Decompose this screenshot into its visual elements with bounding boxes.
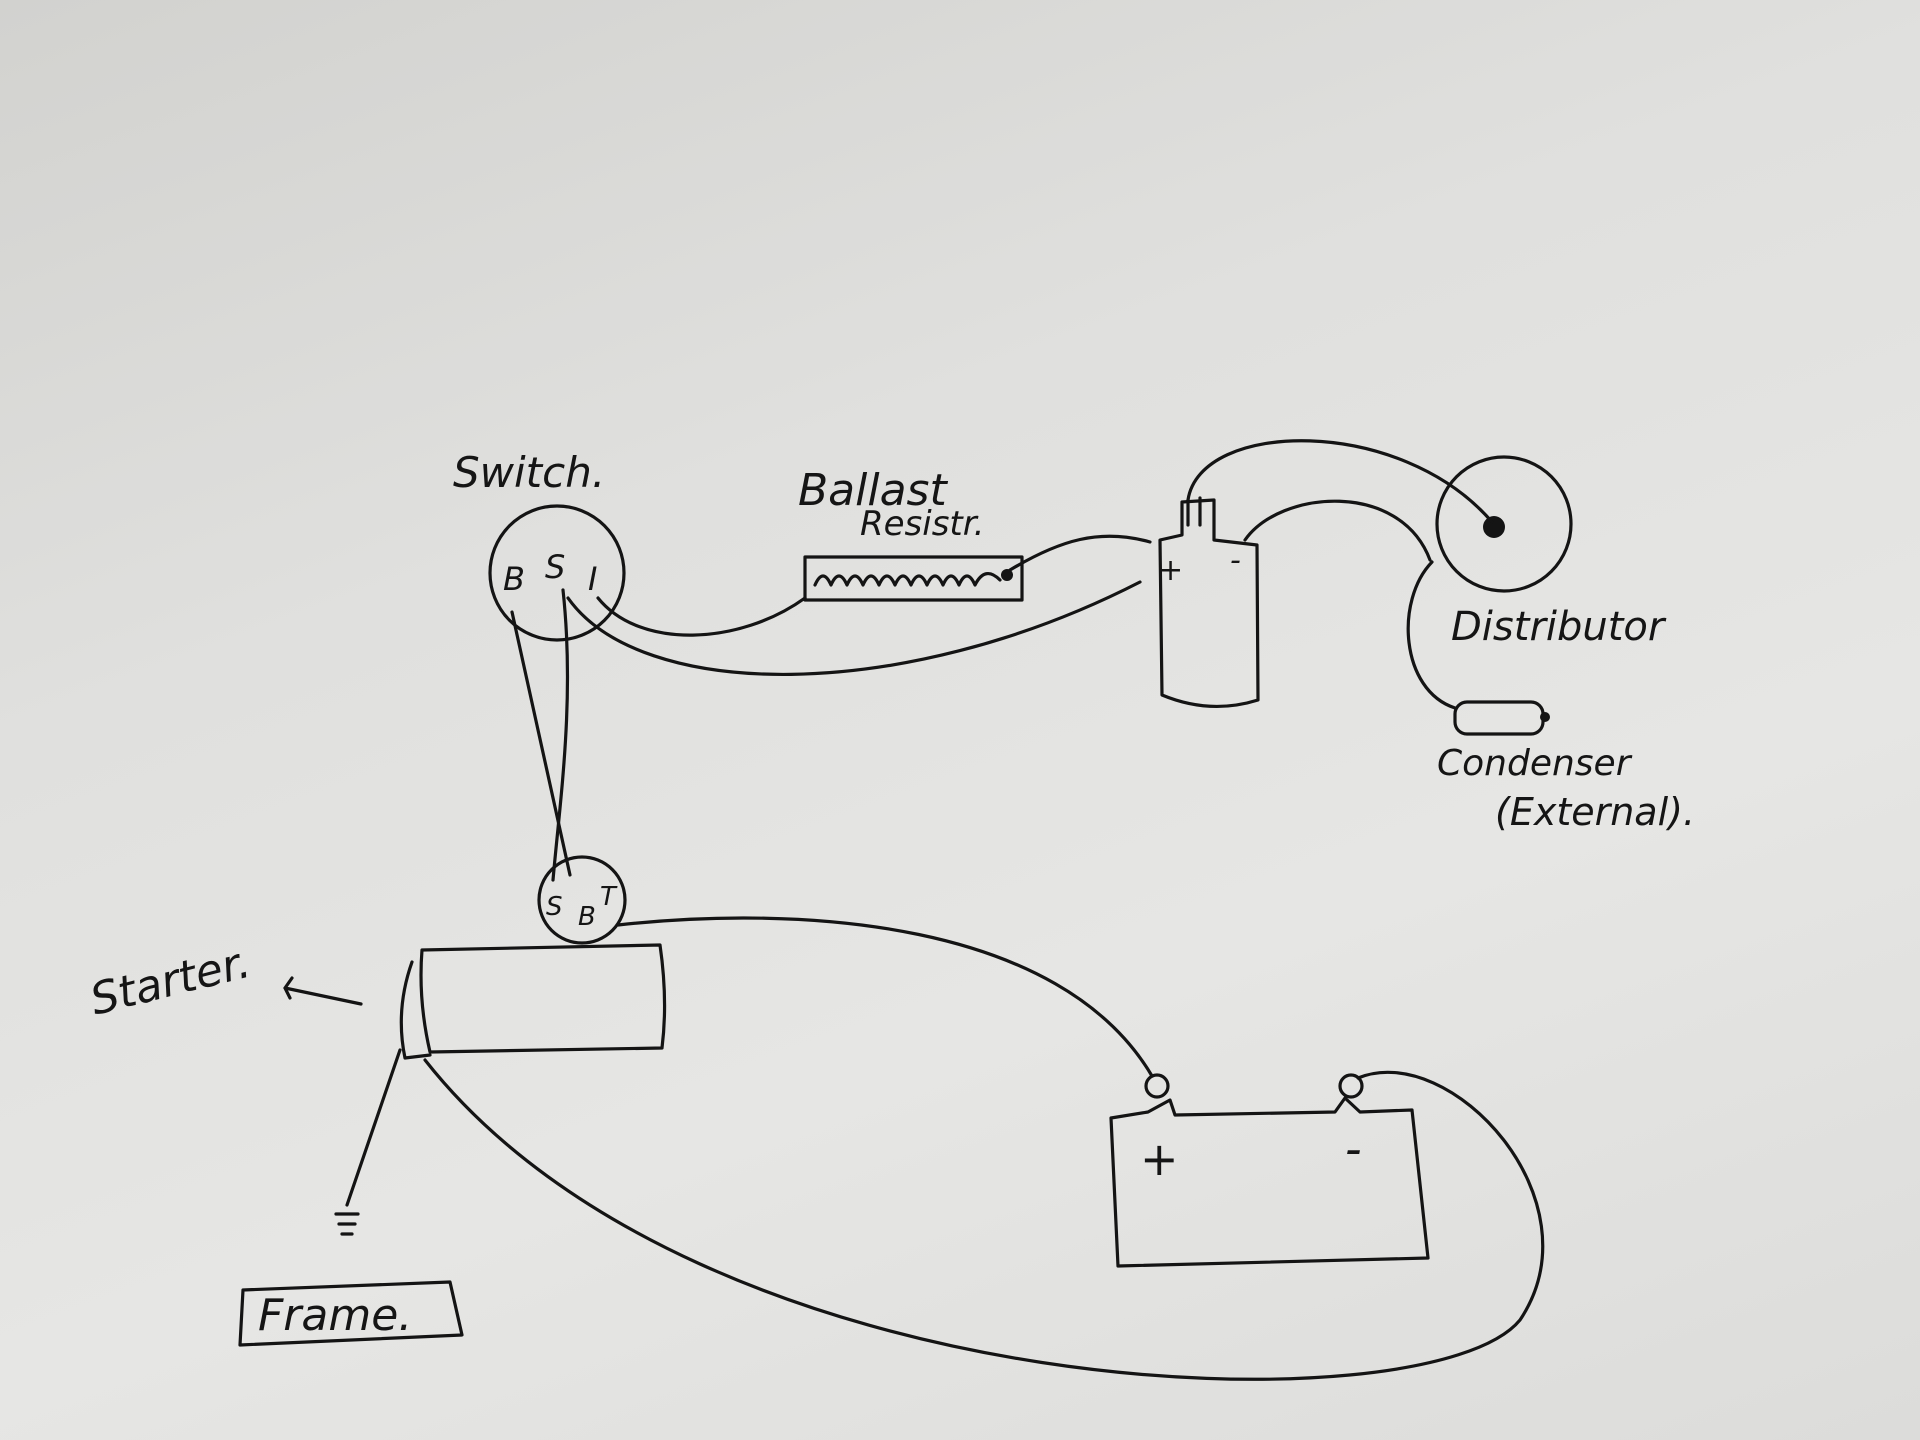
wire-coil-to-distributor-2 <box>1243 499 1432 562</box>
coil-terminal-plus: + <box>1158 553 1183 588</box>
ignition-switch: Switch. B S I <box>453 448 626 642</box>
starter-label: Starter. <box>85 937 255 1026</box>
condenser-label-line2: (External). <box>1495 790 1695 834</box>
ballast-label-line1: Ballast <box>798 465 948 516</box>
wire-ballast-to-coil <box>1008 534 1152 572</box>
ignition-coil: + - <box>1158 496 1260 709</box>
wire-solenoid-to-battery-plus <box>616 916 1154 1078</box>
condenser: Condenser (External). <box>1437 700 1695 834</box>
switch-label: Switch. <box>453 448 605 497</box>
coil-terminal-minus: - <box>1230 543 1241 578</box>
starter-motor: Starter. <box>85 937 667 1060</box>
ballast-label-line2: Resistr. <box>860 504 984 544</box>
wire-starter-to-ground <box>345 1048 402 1207</box>
arrow-icon <box>283 976 363 1006</box>
distributor: Distributor <box>1435 455 1667 650</box>
wire-switch-i-to-ballast <box>596 596 807 637</box>
solenoid-terminal-b: B <box>578 902 596 932</box>
wire-battery-minus-to-starter <box>423 1058 1545 1381</box>
frame-label: Frame. <box>258 1290 412 1341</box>
distributor-label: Distributor <box>1451 604 1667 650</box>
ballast-resistor: Ballast Resistr. <box>798 465 1024 602</box>
solenoid-terminal-t: T <box>600 882 618 912</box>
wire-switch-b-to-solenoid <box>510 610 572 877</box>
battery: + - <box>1109 1073 1430 1268</box>
condenser-label-line1: Condenser <box>1437 743 1633 784</box>
ground-icon <box>334 1212 360 1236</box>
wire-distributor-to-condenser <box>1406 560 1457 710</box>
switch-terminal-s: S <box>545 548 565 586</box>
battery-terminal-plus: + <box>1140 1132 1179 1186</box>
wires <box>345 439 1545 1381</box>
starter-solenoid: S B T <box>537 855 627 945</box>
wire-coil-to-distributor-1 <box>1186 439 1494 524</box>
solenoid-terminal-s: S <box>546 892 563 922</box>
wire-switch-s-to-coil <box>566 580 1142 676</box>
battery-terminal-minus: - <box>1345 1122 1362 1176</box>
switch-terminal-b: B <box>503 560 525 598</box>
wire-switch-s-to-solenoid <box>551 588 570 882</box>
ground-frame: Frame. <box>238 1212 464 1347</box>
switch-terminal-i: I <box>588 560 597 598</box>
